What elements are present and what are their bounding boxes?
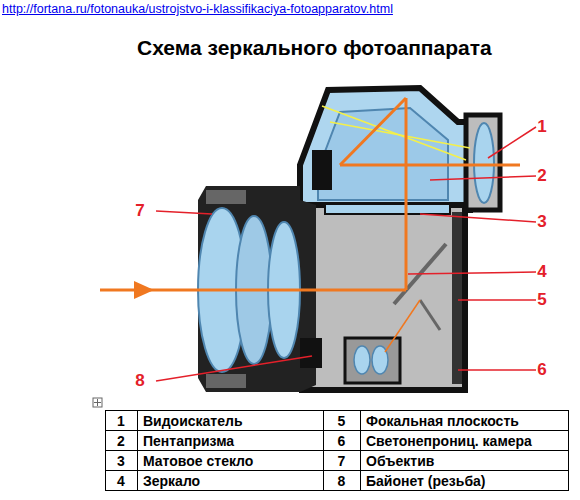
callout-number: 1 (530, 118, 554, 136)
light-ray (340, 98, 406, 165)
leader-line (458, 299, 536, 301)
prism-housing (300, 88, 470, 210)
table-number: 1 (105, 411, 137, 431)
callout-number: 3 (530, 213, 554, 231)
table-text: Байонет (резьба) (366, 471, 566, 491)
meter-ray (330, 122, 470, 148)
leader-line (430, 176, 536, 180)
light-ray (405, 98, 408, 290)
table-number: 4 (105, 471, 137, 491)
light-ray (340, 164, 520, 167)
callout-number: 8 (128, 372, 152, 390)
diagram-title: Схема зеркального фотоаппарата (137, 35, 577, 61)
table-border (106, 411, 569, 491)
focal-plane (452, 212, 462, 384)
leader-lines (156, 127, 536, 381)
table-number: 2 (105, 431, 137, 451)
table-text: Светонепрониц. камера (366, 431, 566, 451)
table-text: Матовое стекло (143, 451, 321, 471)
callout-number: 4 (530, 263, 554, 281)
callout-number: 6 (530, 361, 554, 379)
matte-glass (325, 204, 450, 214)
table-rule (106, 470, 569, 471)
table-rule (137, 411, 138, 491)
eyepiece-lens (474, 123, 494, 203)
table-handle (94, 402, 101, 403)
table-text: Зеркало (143, 471, 321, 491)
metering-box (345, 338, 400, 383)
table-number: 5 (323, 411, 360, 431)
table-rule (106, 430, 569, 431)
leader-line (458, 369, 536, 371)
focus-ring (206, 190, 246, 204)
leader-line (156, 356, 312, 381)
leader-line (488, 127, 536, 158)
table-text: Пентапризма (143, 431, 321, 451)
source-url: http://fortana.ru/fotonauka/ustrojstvo-i… (2, 2, 577, 17)
meter-lens (354, 346, 370, 374)
eyepiece (466, 115, 500, 210)
camera-body (302, 205, 465, 390)
table-rule (323, 411, 324, 491)
sub-mirror (420, 300, 440, 330)
callout-number: 2 (530, 167, 554, 185)
focus-ring (206, 374, 246, 388)
table-rule (106, 450, 569, 451)
table-text: Видоискатель (143, 411, 321, 431)
meter-ray (322, 106, 466, 160)
table-number: 7 (323, 451, 360, 471)
leader-line (408, 272, 536, 274)
light-ray (385, 300, 420, 352)
table-text: Объектив (366, 451, 566, 471)
table-text: Фокальная плоскость (366, 411, 566, 431)
callout-number: 7 (128, 202, 152, 220)
bayonet (300, 338, 322, 368)
table-number: 3 (105, 451, 137, 471)
meter-block (312, 150, 332, 190)
table-number: 8 (323, 471, 360, 491)
callout-number: 5 (530, 291, 554, 309)
table-number: 6 (323, 431, 360, 451)
ray-arrowhead (134, 281, 154, 299)
table-rule (360, 411, 361, 491)
leader-line (420, 214, 536, 222)
leader-line (156, 211, 212, 214)
table-grid (106, 411, 569, 491)
table-handle (93, 398, 102, 407)
